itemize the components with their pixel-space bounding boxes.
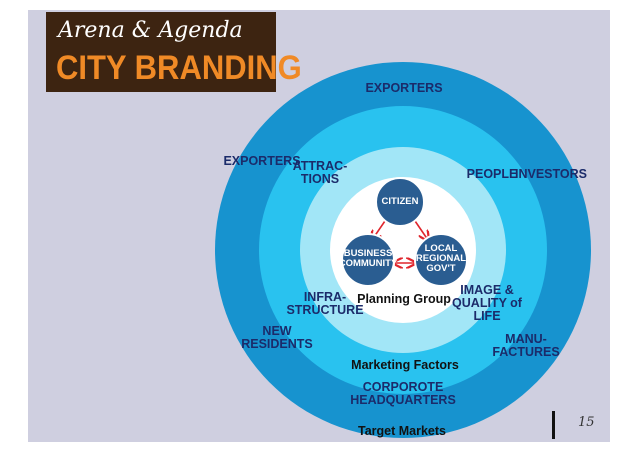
node-label-business: BUSINESS COMMUNITY [338, 248, 398, 269]
caption-target-markets: Target Markets [358, 424, 446, 438]
title-city-branding: CITY BRANDING [56, 48, 302, 87]
label-new-residents: NEW RESIDENTS [241, 324, 313, 351]
arrow-citizen-government [412, 217, 428, 240]
label-image-quality-of-life: IMAGE & QUALITY of LIFE [452, 283, 522, 323]
title-arena-agenda: Arena & Agenda [58, 18, 243, 43]
label-exporters-top: EXPORTERS [365, 81, 443, 95]
node-label-citizen: CITIZEN [381, 196, 419, 207]
node-local-government [414, 233, 468, 287]
label-manufactures: MANU- FACTURES [492, 332, 560, 359]
caption-planning-group: Planning Group [357, 292, 451, 306]
label-corporate-hq: CORPOROTE HEADQUARTERS [350, 380, 456, 407]
node-citizen [375, 177, 425, 227]
label-infrastructure: INFRA- STRUCTURE [286, 290, 364, 317]
label-people: PEOPLE [466, 167, 518, 181]
page-number: 15 [578, 415, 595, 430]
caption-marketing-factors: Marketing Factors [351, 358, 459, 372]
page-divider [552, 411, 555, 439]
title-banner: Arena & Agenda CITY BRANDING [46, 12, 302, 92]
node-label-local-gov: LOCAL REGIONAL GOV'T [415, 243, 467, 274]
label-investors: INVESTORS [514, 167, 588, 181]
label-exporters-left: EXPORTERS [223, 154, 301, 168]
node-business-community [341, 233, 395, 287]
label-attractions: ATTRAC- TIONS [292, 159, 348, 186]
